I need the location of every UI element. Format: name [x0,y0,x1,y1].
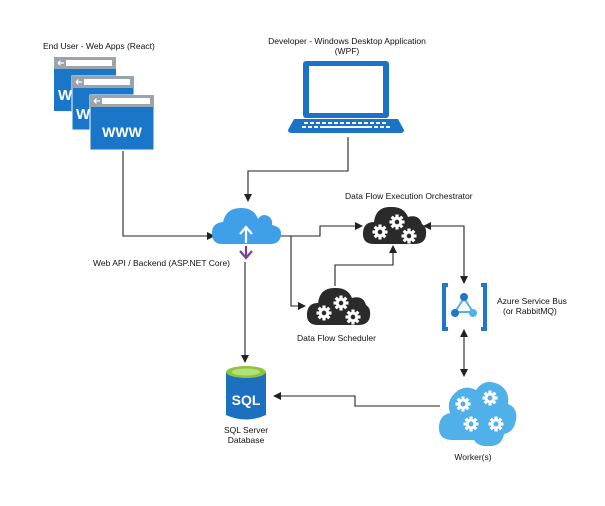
end-user-label: End User - Web Apps (React) [43,41,155,51]
sql-text: SQL [232,392,261,408]
connector-orchestrator-bus [423,222,468,284]
browser-window-front: WWW [89,94,155,151]
orchestrator-cloud-icon [362,206,427,244]
connector-developer-to-api [244,137,349,202]
sql-database-icon: SQL [226,366,266,420]
bus-label-line1: Azure Service Bus [497,296,567,306]
developer-label-line2: (WPF) [334,46,360,56]
laptop-icon [288,61,404,133]
www-text: WWW [102,124,142,140]
connectors [122,137,468,407]
connector-api-to-scheduler [290,236,306,310]
workers-label: Worker(s) [454,452,492,462]
scheduler-label: Data Flow Scheduler [297,333,376,343]
web-api-label: Web API / Backend (ASP.NET Core) [93,258,231,268]
web-apps-icon: W W WWW [54,57,155,151]
connector-webapps-to-api [122,151,215,240]
workers-cloud-icon [438,382,517,447]
w-letter-back: W [58,87,73,104]
bus-label-line2: (or RabbitMQ) [503,306,557,316]
connector-workers-to-sql [273,392,440,407]
w-letter-middle: W [76,106,91,123]
web-api-cloud-icon [212,208,282,260]
service-bus-icon [442,283,487,331]
sql-label-line1: SQL Server [223,425,269,435]
connector-api-to-orchestrator [276,222,363,237]
scheduler-cloud-icon [306,287,371,325]
sql-label-line2: Database [227,435,265,445]
orchestrator-label: Data Flow Execution Orchestrator [345,191,473,201]
developer-label-line1: Developer - Windows Desktop Application [268,36,426,46]
connector-scheduler-to-orchestrator [334,245,397,286]
